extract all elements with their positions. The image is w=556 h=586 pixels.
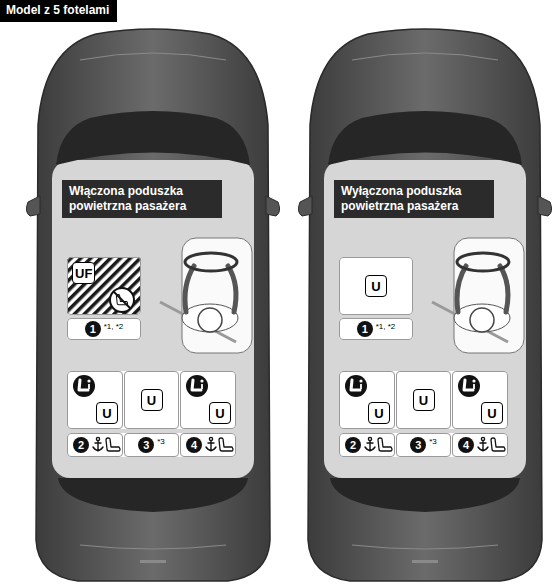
airbag-status-text: Włączona poduszka powietrzna pasażera [69,184,215,214]
seat-number: 2 [345,437,361,453]
footnote-ref: *3 [429,437,437,446]
seat-number-box: 4 [452,433,508,457]
seat-class-badge: U [368,402,390,424]
seat-number: 1 [85,321,101,337]
seat-number-box: 3*3 [124,433,179,457]
seat-number-box: 4 [180,433,236,457]
airbag-status-band: Włączona poduszka powietrzna pasażera [62,180,222,218]
seat-number-box: 2 [339,433,395,457]
airbag-status-band: Wyłączona poduszka powietrzna pasażera [334,180,494,218]
seat-class-badge: U [209,402,231,424]
seat-box: U [339,371,395,429]
model-title: Model z 5 fotelami [0,0,117,22]
seat-class-badge: U [413,389,435,411]
footnote-ref: *1, *2 [376,322,396,331]
seat-class-badge: U [141,389,163,411]
seat-box: UF [67,257,141,315]
seat-box: U [180,371,236,429]
car-left [26,29,279,581]
car-right [298,29,551,581]
seat-number-box: 2 [67,433,123,457]
seat-number: 4 [186,437,202,453]
seat-number: 4 [458,437,474,453]
seat-box: U [396,371,451,429]
seat-class-badge: UF [72,262,95,284]
seat-number: 2 [73,437,89,453]
seat-box: U [339,257,413,315]
seat-box: U [452,371,508,429]
seat-class-badge: U [96,402,118,424]
no-rear-facing-seat-symbol [110,288,134,312]
seat-number-box: 1*1, *2 [67,318,141,340]
footnote-ref: *1, *2 [104,322,124,331]
airbag-status-text: Wyłączona poduszka powietrzna pasażera [341,184,487,214]
seat-box: U [67,371,123,429]
seat-class-badge: U [481,402,503,424]
seat-number: 3 [138,437,154,453]
seat-number-box: 3*3 [396,433,451,457]
seat-number-box: 1*1, *2 [339,318,413,340]
seat-number: 1 [357,321,373,337]
footnote-ref: *3 [157,437,165,446]
seat-class-badge: U [365,275,387,297]
seat-box: U [124,371,179,429]
seat-number: 3 [410,437,426,453]
